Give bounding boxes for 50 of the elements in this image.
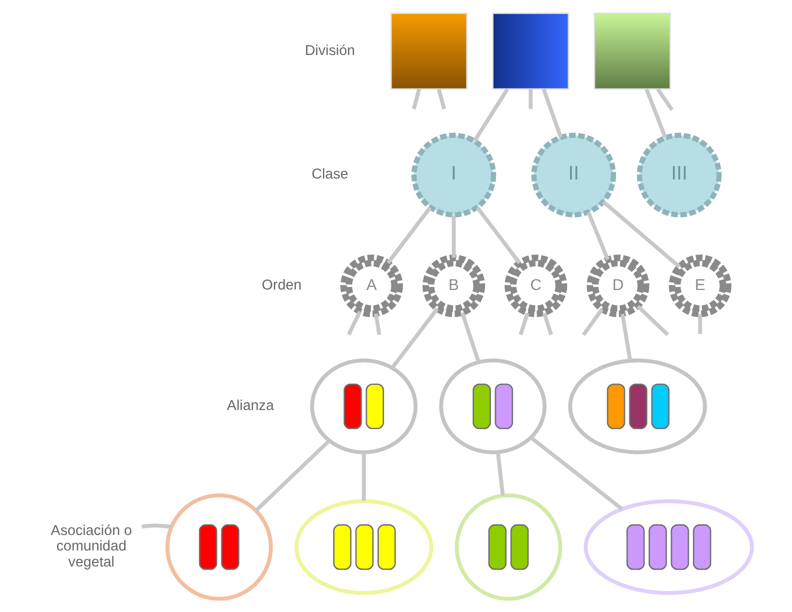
connector [472, 88, 509, 142]
connector [436, 88, 446, 110]
node-box [390, 12, 467, 90]
label: División [304, 42, 355, 59]
connector [644, 88, 667, 138]
label: Orden [261, 278, 302, 294]
node-box [593, 12, 670, 90]
connector [451, 215, 456, 258]
connector [361, 452, 366, 501]
label: Alianza [226, 398, 274, 414]
connector [656, 88, 674, 111]
connector [373, 313, 381, 336]
node-circle: E [668, 254, 731, 318]
node-ellipse [294, 499, 433, 595]
connector [636, 304, 669, 336]
node-circle: II [530, 132, 616, 218]
connector [141, 524, 172, 529]
connector [529, 436, 623, 511]
node-circle: A [340, 254, 402, 318]
connector [518, 312, 529, 336]
connector [541, 88, 562, 138]
connector [581, 308, 604, 336]
node-circle [164, 493, 272, 601]
node-circle: I [410, 132, 496, 218]
node-circle: C [504, 254, 567, 318]
node-ellipse [568, 358, 706, 454]
node-box [492, 12, 569, 90]
connector [528, 89, 532, 110]
connector [620, 314, 632, 361]
connector [496, 452, 504, 496]
connector [411, 88, 421, 110]
connector [542, 312, 553, 336]
node-text: Asociación o comunidad vegetal [50, 523, 132, 570]
node-ellipse [438, 358, 546, 454]
label: Clase [311, 166, 348, 183]
connector [386, 206, 432, 264]
connector [460, 312, 480, 363]
node-circle [454, 493, 562, 601]
node-circle: III [636, 132, 722, 218]
connector [698, 314, 702, 334]
node-circle: D [586, 254, 649, 318]
connector [390, 308, 438, 369]
connector [586, 212, 610, 260]
connector [346, 310, 362, 336]
connector [475, 206, 521, 264]
connector [602, 200, 680, 268]
node-circle: B [422, 254, 485, 318]
node-ellipse [310, 358, 418, 454]
node-ellipse [583, 499, 754, 595]
connector [254, 439, 330, 512]
